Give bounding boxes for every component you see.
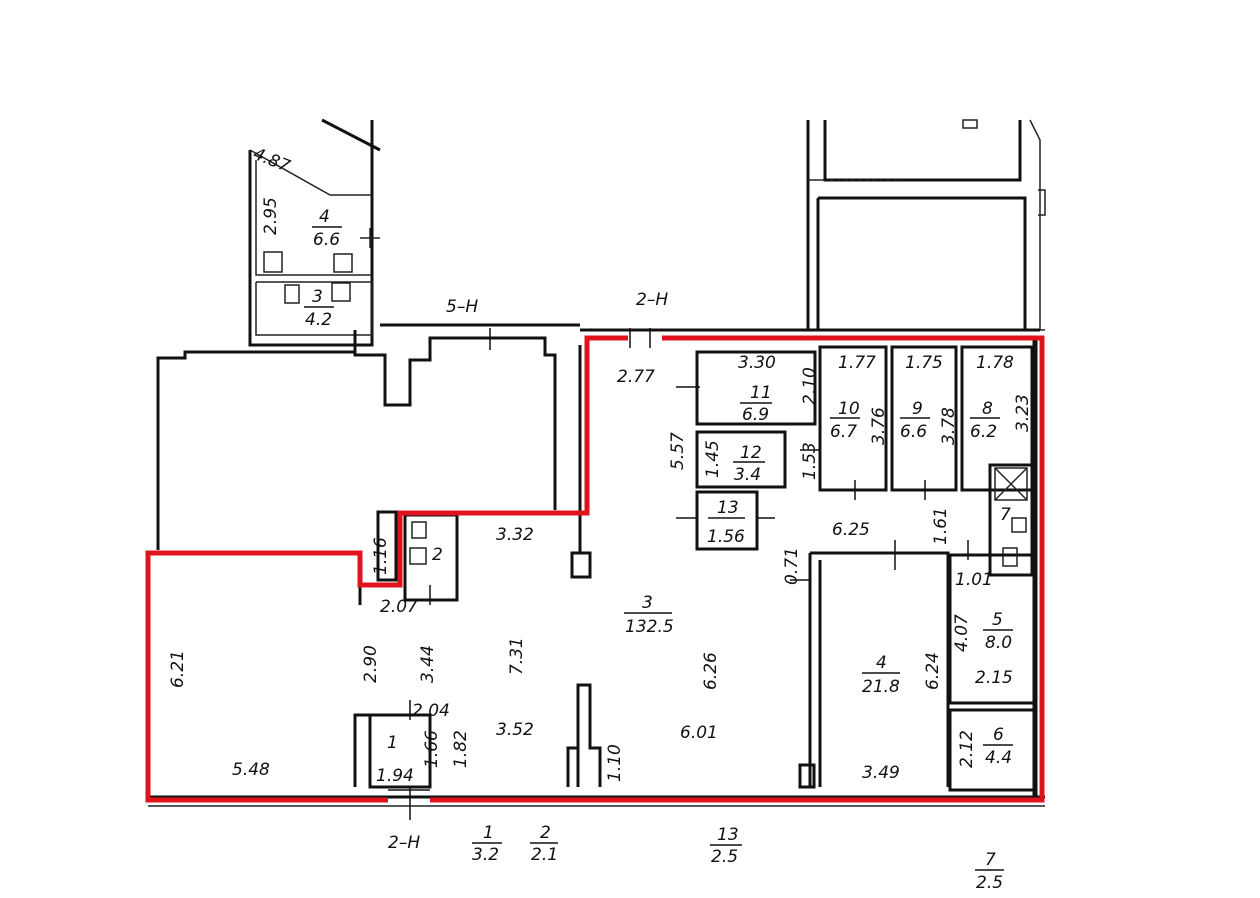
dim-2-07: 2.07 (380, 597, 418, 617)
entrance-labels: 5–Н 2–Н 2–Н (388, 290, 668, 853)
dim-2-90: 2.90 (361, 645, 381, 683)
dim-7-31: 7.31 (507, 637, 527, 675)
dim-1-45: 1.45 (703, 440, 723, 478)
dim-1-16: 1.16 (371, 537, 391, 575)
dim-1-10: 1.10 (605, 744, 625, 782)
outside-13-area: 2.5 (711, 847, 738, 867)
room-2-label: 2 (432, 545, 443, 565)
entrance-5n: 5–Н (446, 297, 478, 317)
dim-6-01: 6.01 (680, 723, 718, 743)
dim-2-10: 2.10 (800, 367, 820, 405)
room-8-area: 6.2 (970, 422, 997, 442)
dim-0-71: 0.71 (782, 547, 802, 585)
dim-4-07: 4.07 (952, 614, 972, 652)
outside-2-number: 2 (540, 823, 551, 843)
dim-5-57: 5.57 (668, 432, 688, 470)
dim-1-82: 1.82 (451, 730, 471, 768)
dim-3-52: 3.52 (496, 720, 534, 740)
room-3-main-number: 3 (642, 593, 653, 613)
tick-markers (388, 328, 969, 820)
room-4-top-number: 4 (319, 207, 330, 227)
outside-7-area: 2.5 (976, 873, 1003, 893)
dim-6-21: 6.21 (168, 650, 188, 688)
dim-1-61: 1.61 (931, 507, 951, 545)
room-1-label: 1 (387, 733, 398, 753)
right-rooms (695, 345, 1036, 792)
room-5-number: 5 (992, 610, 1003, 630)
room-9-number: 9 (912, 399, 923, 419)
dim-2-04: 2.04 (412, 701, 450, 721)
dim-2-77: 2.77 (617, 367, 655, 387)
outside-2-area: 2.1 (531, 845, 558, 865)
dimension-labels: 4.87 2.95 2.77 3.30 2.10 5.57 1.45 1.53 … (168, 144, 1033, 786)
dim-3-32: 3.32 (496, 525, 534, 545)
room-11-area: 6.9 (742, 405, 769, 425)
room-5-area: 8.0 (985, 633, 1012, 653)
room-13-area: 1.56 (707, 527, 745, 547)
main-walls (148, 323, 1045, 807)
entrance-2n-bottom: 2–Н (388, 833, 420, 853)
dim-3-78: 3.78 (939, 407, 959, 445)
dim-1-66: 1.66 (422, 730, 442, 768)
outside-7-number: 7 (985, 850, 996, 870)
dim-6-24: 6.24 (923, 652, 943, 690)
dim-1-77: 1.77 (838, 353, 876, 373)
left-rooms (353, 510, 459, 789)
dim-3-49: 3.49 (862, 763, 900, 783)
room-4-number: 4 (876, 653, 887, 673)
property-boundary (430, 335, 1045, 803)
dim-2-15: 2.15 (975, 668, 1013, 688)
room-4-area: 21.8 (862, 677, 900, 697)
room-3-top-area: 4.2 (305, 310, 332, 330)
dim-3-76: 3.76 (869, 407, 889, 445)
dim-1-01: 1.01 (955, 570, 993, 590)
dim-6-26: 6.26 (701, 652, 721, 690)
dim-3-44: 3.44 (418, 645, 438, 683)
dim-1-75: 1.75 (905, 353, 943, 373)
dim-6-25: 6.25 (832, 520, 870, 540)
outside-1-area: 3.2 (472, 845, 499, 865)
room-13-number: 13 (717, 498, 739, 518)
room-7-label: 7 (1000, 505, 1011, 525)
room-8-number: 8 (982, 399, 993, 419)
room-10-number: 10 (838, 399, 860, 419)
upper-left-wing (248, 118, 381, 347)
upper-right-block (806, 119, 1046, 332)
entrance-2n-top: 2–Н (636, 290, 668, 310)
outside-1-number: 1 (483, 823, 494, 843)
room-12-number: 12 (740, 443, 762, 463)
room-11-number: 11 (750, 383, 772, 403)
dim-3-23: 3.23 (1013, 394, 1033, 432)
dim-2-12: 2.12 (957, 730, 977, 768)
room-3-top-number: 3 (312, 287, 323, 307)
dim-2-95: 2.95 (261, 197, 281, 235)
room-6-area: 4.4 (985, 748, 1012, 768)
room-12-area: 3.4 (734, 465, 761, 485)
dim-5-48: 5.48 (232, 760, 270, 780)
room-labels: 4 6.6 3 4.2 11 6.9 12 3.4 13 1.56 10 6.7… (304, 207, 1013, 893)
dim-1-94: 1.94 (376, 766, 414, 786)
room-10-area: 6.7 (830, 422, 857, 442)
room-3-main-area: 132.5 (625, 617, 674, 637)
room-4-top-area: 6.6 (313, 230, 340, 250)
outside-13-number: 13 (717, 825, 739, 845)
dim-1-78: 1.78 (976, 353, 1014, 373)
dim-3-30: 3.30 (738, 353, 776, 373)
room-6-number: 6 (993, 725, 1004, 745)
dim-1-53: 1.53 (800, 442, 820, 480)
property-boundary-left (145, 335, 628, 803)
room-9-area: 6.6 (900, 422, 927, 442)
